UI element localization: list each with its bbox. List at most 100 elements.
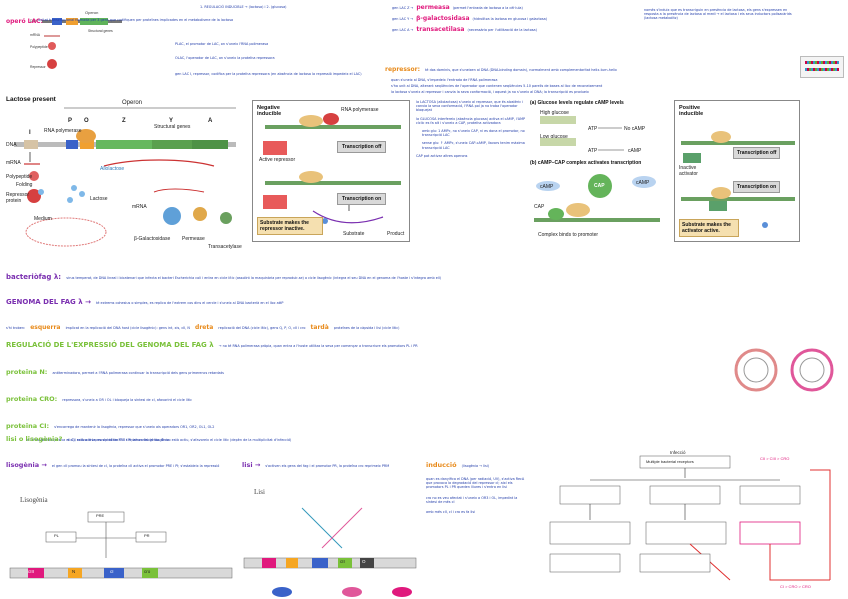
induction-block: inducció (lisogènia → lisi) quan es dany… [426,452,526,598]
neg-caption: Substrate makes the repressor inactive. [257,217,323,235]
sequence-figure [800,56,844,78]
repressor-bullet-2: s'ha unit al DNA, alterant seqüències de… [385,84,795,88]
inactive-activator-label: Inactive activator [679,165,709,177]
lysogeny-text: el gen cII promou la síntesi de cI, la p… [52,464,219,468]
lysogeny-pre: PRE [96,513,104,518]
plac-note: PLAC, el promotor de LAC, on s'uneix l'R… [175,42,345,46]
lysis-block: lisi → s'activen els gens del fag i el p… [242,452,418,598]
medium-label: Medium [34,216,52,222]
svg-text:Repressor: Repressor [30,65,47,69]
lysogeny-pr: PR [144,533,150,538]
middle-note-1: la LACTOSA (allolactosa) s'uneix al repr… [416,100,526,113]
gene-i: I [29,130,31,136]
induction-paren: (lisogènia → lisi) [462,464,489,468]
genome-text: té extrems cohesius o simples, es replic… [96,301,283,305]
early-text: implicat en la replicació del DNA host (… [66,326,190,330]
lysis-heading: lisi → [242,461,260,469]
camp-cap-2: CAP [534,204,544,210]
lysogeny-pl: PL [54,533,59,538]
middle-note: la LACTOSA (allolactosa) s'uneix al repr… [416,100,526,240]
induction-flow-title: Infecció [670,450,686,455]
gene-p: P [68,118,72,124]
repressor-block: repressor: té dos dominis, que s'uneixen… [385,56,795,96]
genes-intro: s'hi troben: [6,326,25,330]
gene-o: O [84,118,89,124]
late-label: dreta [195,324,213,331]
phage-section: bacteriòfag λ: virus temperat, de DNA li… [6,264,842,324]
gene-y-label: gen LAC Y → [392,17,413,21]
gene-a: A [208,118,212,124]
svg-text:Operon: Operon [85,10,98,15]
gene-z: Z [122,118,126,124]
induction-text-2: cro no es veu afectat i s'uneix a OR3 i … [426,496,526,504]
lactose-present-diagram: Lactose present Operon I P O Z Y A Struc… [4,96,244,256]
pos-transcription-off: Transcription off [733,147,780,159]
olac-note: OLAC, l'operador de LAC, on s'uneix la p… [175,56,365,60]
gene-y-name: β-galactosidasa [416,15,469,22]
lysogeny-genome-map [6,498,236,598]
structural-genes-label: Structural genes [154,124,190,130]
protein-cro-text: repressora, s'uneix a OR i OL i bloqueja… [62,398,192,402]
late2-label: tardà [311,324,329,331]
induction-text-3: amb més cII, cI i cro es fa lisi [426,510,526,514]
lysis-gene-o: O [362,559,366,564]
late-text: replicació del DNA (cicle lític), gens Q… [218,326,305,330]
neg-transcription-on: Transcription on [337,193,386,205]
polypeptide-label: Polypeptide [6,174,32,180]
regulation-section: REGULACIÓ DE L'EXPRESSIÓ DEL GENOMA DEL … [6,332,726,422]
early-label: esquerra [30,324,60,331]
regulation-heading: REGULACIÓ DE L'EXPRESSIÓ DEL GENOMA DEL … [6,341,214,349]
lysis-text: s'activen els gens del fag i el promotor… [265,464,389,468]
lysogeny-gene-cro: cro [144,569,150,574]
lysis-genome-map [242,488,418,598]
induction-heading: inducció [426,461,457,469]
middle-note-5: CAP pot activar altres operons [416,154,526,158]
svg-text:Structural genes: Structural genes [88,29,113,33]
lysogeny-heading: lisogènia → [6,461,47,469]
mrna-label: mRNA [6,160,21,166]
lysis-question: lisi o lisogènia? [6,435,62,443]
circular-genome-figure [730,340,840,400]
camp-caption: Complex binds to promoter [538,232,598,238]
induction-flow-diagram: Infecció Multiple bacterial receptors CI… [530,450,844,596]
late2-text: proteïnes de la càpsida i lisi (cicle lí… [334,326,400,330]
gene-z-desc: (permet l'entrada de lactosa a la cèl·lu… [453,6,523,10]
neg-transcription-off: Transcription off [337,141,386,153]
regulation-text: → no té RNA polimerasa pròpia, quan entr… [219,344,418,348]
middle-note-4: sense glu: ↑ AMPc, s'uneix CAP-cAMP, lla… [416,141,526,149]
lysogeny-gene-ciii: cIII [28,569,34,574]
induction-flow-box1: Multiple bacterial receptors [646,459,694,464]
gene-y-desc: (hidrolitza la lactosa en glucosa i gala… [473,17,548,21]
operon-lac-definition: unitat transcripcional formada per 3 gen… [38,18,378,22]
positive-inducible-panel: Positive inducible Inactive activator Tr… [674,100,800,242]
lysis-or-lysogeny: lisi o lisogènia? si CII està activa, es… [6,426,842,446]
product-permease: Permease [182,236,205,242]
neg-product-label: Product [387,231,404,237]
gene-z-label: gen LAC Z → [392,6,413,10]
repressor-protein-label: Repressor protein [6,192,36,204]
negative-inducible-panel: Negative inducible RNA polymerase Active… [252,100,410,242]
bacteriophage-heading: bacteriòfag λ: [6,273,61,281]
allolactose-label: Allolactose [100,166,124,172]
protein-cro-label: proteïna CRO: [6,395,57,403]
neg-substrate-label: Substrate [343,231,364,237]
pos-transcription-on: Transcription on [733,181,780,193]
repressor-heading: repressor: [385,66,420,73]
lysis-answer: si CII està activa, es sintetitza CI i s… [68,438,292,442]
repressor-text: té dos dominis, que s'uneixen al DNA (DN… [425,68,617,72]
camp-diagram: (a) Glucose levels regulate cAMP levels … [528,100,666,246]
active-repressor-label: Active repressor [259,157,299,163]
protein-n-text: antiterminadora, permet a l'RNA polimera… [52,371,223,375]
pos-caption: Substrate makes the activator active. [679,219,739,237]
laci-note: gen LAC I, repressor, codifica per la pr… [175,72,365,76]
product-betagal: β-Galactosidase [134,236,170,242]
camp-camp-2: cAMP [540,184,553,190]
lysis-gene-cii: cII [340,559,345,564]
svg-text:Polypeptide: Polypeptide [30,45,48,49]
bacteriophage-text: virus temperat, de DNA lineal i bicatena… [66,276,441,280]
dna-label: DNA [6,142,17,148]
induction-flow-cx: CII > CIII > CRO [760,456,789,461]
lysogeny-block: lisogènia → el gen cII promou la síntesi… [6,452,236,598]
middle-note-2: la GLUCOSA interfereix (absència glucosa… [416,117,526,125]
rna-polymerase-label: RNA polymerase [44,128,82,134]
